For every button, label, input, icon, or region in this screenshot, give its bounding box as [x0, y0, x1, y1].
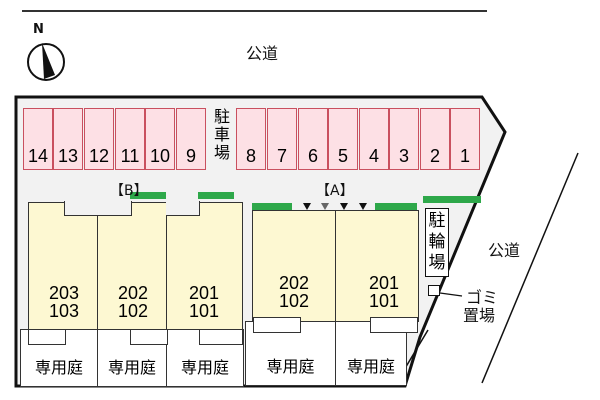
- parking-stall: 4: [359, 108, 389, 170]
- road-north-label: 公道: [246, 44, 279, 63]
- green-bar: [252, 203, 292, 210]
- bicycle-parking-label: 駐輪場: [425, 208, 449, 277]
- road-east-label: 公道: [488, 241, 521, 260]
- compass-north-label: N: [33, 22, 44, 37]
- building-a-label: 【A】: [316, 183, 354, 199]
- parking-stall: 13: [53, 108, 83, 170]
- garbage-box: [428, 285, 440, 296]
- parking-stall: 6: [298, 108, 328, 170]
- garbage-label-line1: ゴミ: [466, 288, 499, 307]
- parking-stall: 14: [23, 108, 53, 170]
- green-bar: [375, 203, 417, 210]
- parking-label: 駐車場: [213, 107, 230, 162]
- parking-stall: 2: [420, 108, 450, 170]
- parking-stall: 11: [115, 108, 145, 170]
- building-b-label: 【B】: [110, 183, 148, 199]
- private-garden: 専用庭: [97, 329, 167, 387]
- building-b-notch: [64, 201, 132, 216]
- parking-stall: 1: [450, 108, 480, 170]
- parking-stall: 8: [236, 108, 266, 170]
- parking-stall: 3: [389, 108, 419, 170]
- entry-step: [370, 317, 418, 333]
- garbage-label-line2: 置場: [463, 306, 496, 325]
- green-bar: [423, 196, 481, 203]
- parking-stall: 12: [84, 108, 114, 170]
- parking-stall: 9: [176, 108, 206, 170]
- building-a-unit: [335, 210, 419, 322]
- parking-stall: 5: [328, 108, 358, 170]
- entry-step: [28, 329, 66, 345]
- building-b-notch: [166, 201, 200, 216]
- entry-step: [130, 329, 168, 345]
- building-b-unit: [166, 202, 243, 330]
- parking-stall: 10: [145, 108, 175, 170]
- compass-icon: [28, 44, 64, 80]
- building-b-unit: [28, 202, 98, 330]
- green-bar: [130, 192, 166, 199]
- entry-step: [199, 329, 243, 345]
- green-bar: [198, 192, 234, 199]
- entry-step: [253, 317, 301, 333]
- building-a-unit: [252, 210, 336, 322]
- parking-stall: 7: [267, 108, 297, 170]
